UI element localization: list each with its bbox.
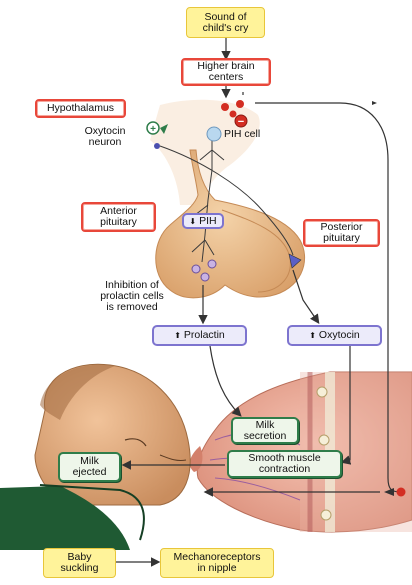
prolactin-cells [191, 259, 217, 282]
pih-box: ⬇ PIH [182, 213, 224, 229]
pih-cell-label: PIH cell [224, 128, 261, 140]
down-arrow-icon: ⬇ [189, 216, 197, 226]
sound-of-cry-box: Sound of child's cry [186, 7, 265, 38]
smooth-muscle-contraction-box: Smooth muscle contraction [227, 450, 342, 478]
pih-label: PIH [199, 214, 217, 227]
inhibition-removed-label: Inhibition of prolactin cells is removed [100, 279, 164, 313]
anterior-pituitary-box: Anterior pituitary [81, 202, 156, 232]
up-arrow-icon: ⬆ [174, 331, 181, 340]
plus-icon: + [146, 121, 160, 135]
oxytocin-label: Oxytocin [318, 329, 360, 341]
receptor-node [384, 487, 406, 497]
higher-brain-centers-box: Higher brain centers [181, 58, 271, 86]
prolactin-box: ⬆ Prolactin [152, 325, 247, 346]
plus-sign: + [150, 124, 156, 135]
prolactin-label: Prolactin [183, 329, 225, 341]
baby-suckling-box: Baby suckling [43, 548, 116, 578]
oxytocin-neuron-axon [159, 145, 294, 256]
oxytocin-terminal [288, 253, 302, 269]
milk-ejected-box: Milk ejected [58, 452, 121, 482]
minus-sign: − [238, 116, 244, 128]
pih-neuron [191, 135, 225, 263]
pih-cell-body [206, 126, 222, 142]
minus-icon: − [234, 114, 248, 128]
hypothalamus-box: Hypothalamus [35, 99, 126, 118]
hypothalamus-tissue [150, 99, 260, 205]
posterior-pituitary-box: Posterior pituitary [303, 219, 380, 247]
oxytocin-neuron-label: Oxytocin neuron [84, 125, 126, 148]
milk-secretion-box: Milk secretion [231, 417, 299, 444]
flow-arrows [116, 38, 352, 567]
mechanoreceptors-box: Mechanoreceptors in nipple [160, 548, 274, 578]
oxytocin-box: ⬆ Oxytocin [287, 325, 382, 346]
synapse-markers [154, 100, 244, 149]
up-arrow-icon: ⬆ [309, 331, 316, 340]
